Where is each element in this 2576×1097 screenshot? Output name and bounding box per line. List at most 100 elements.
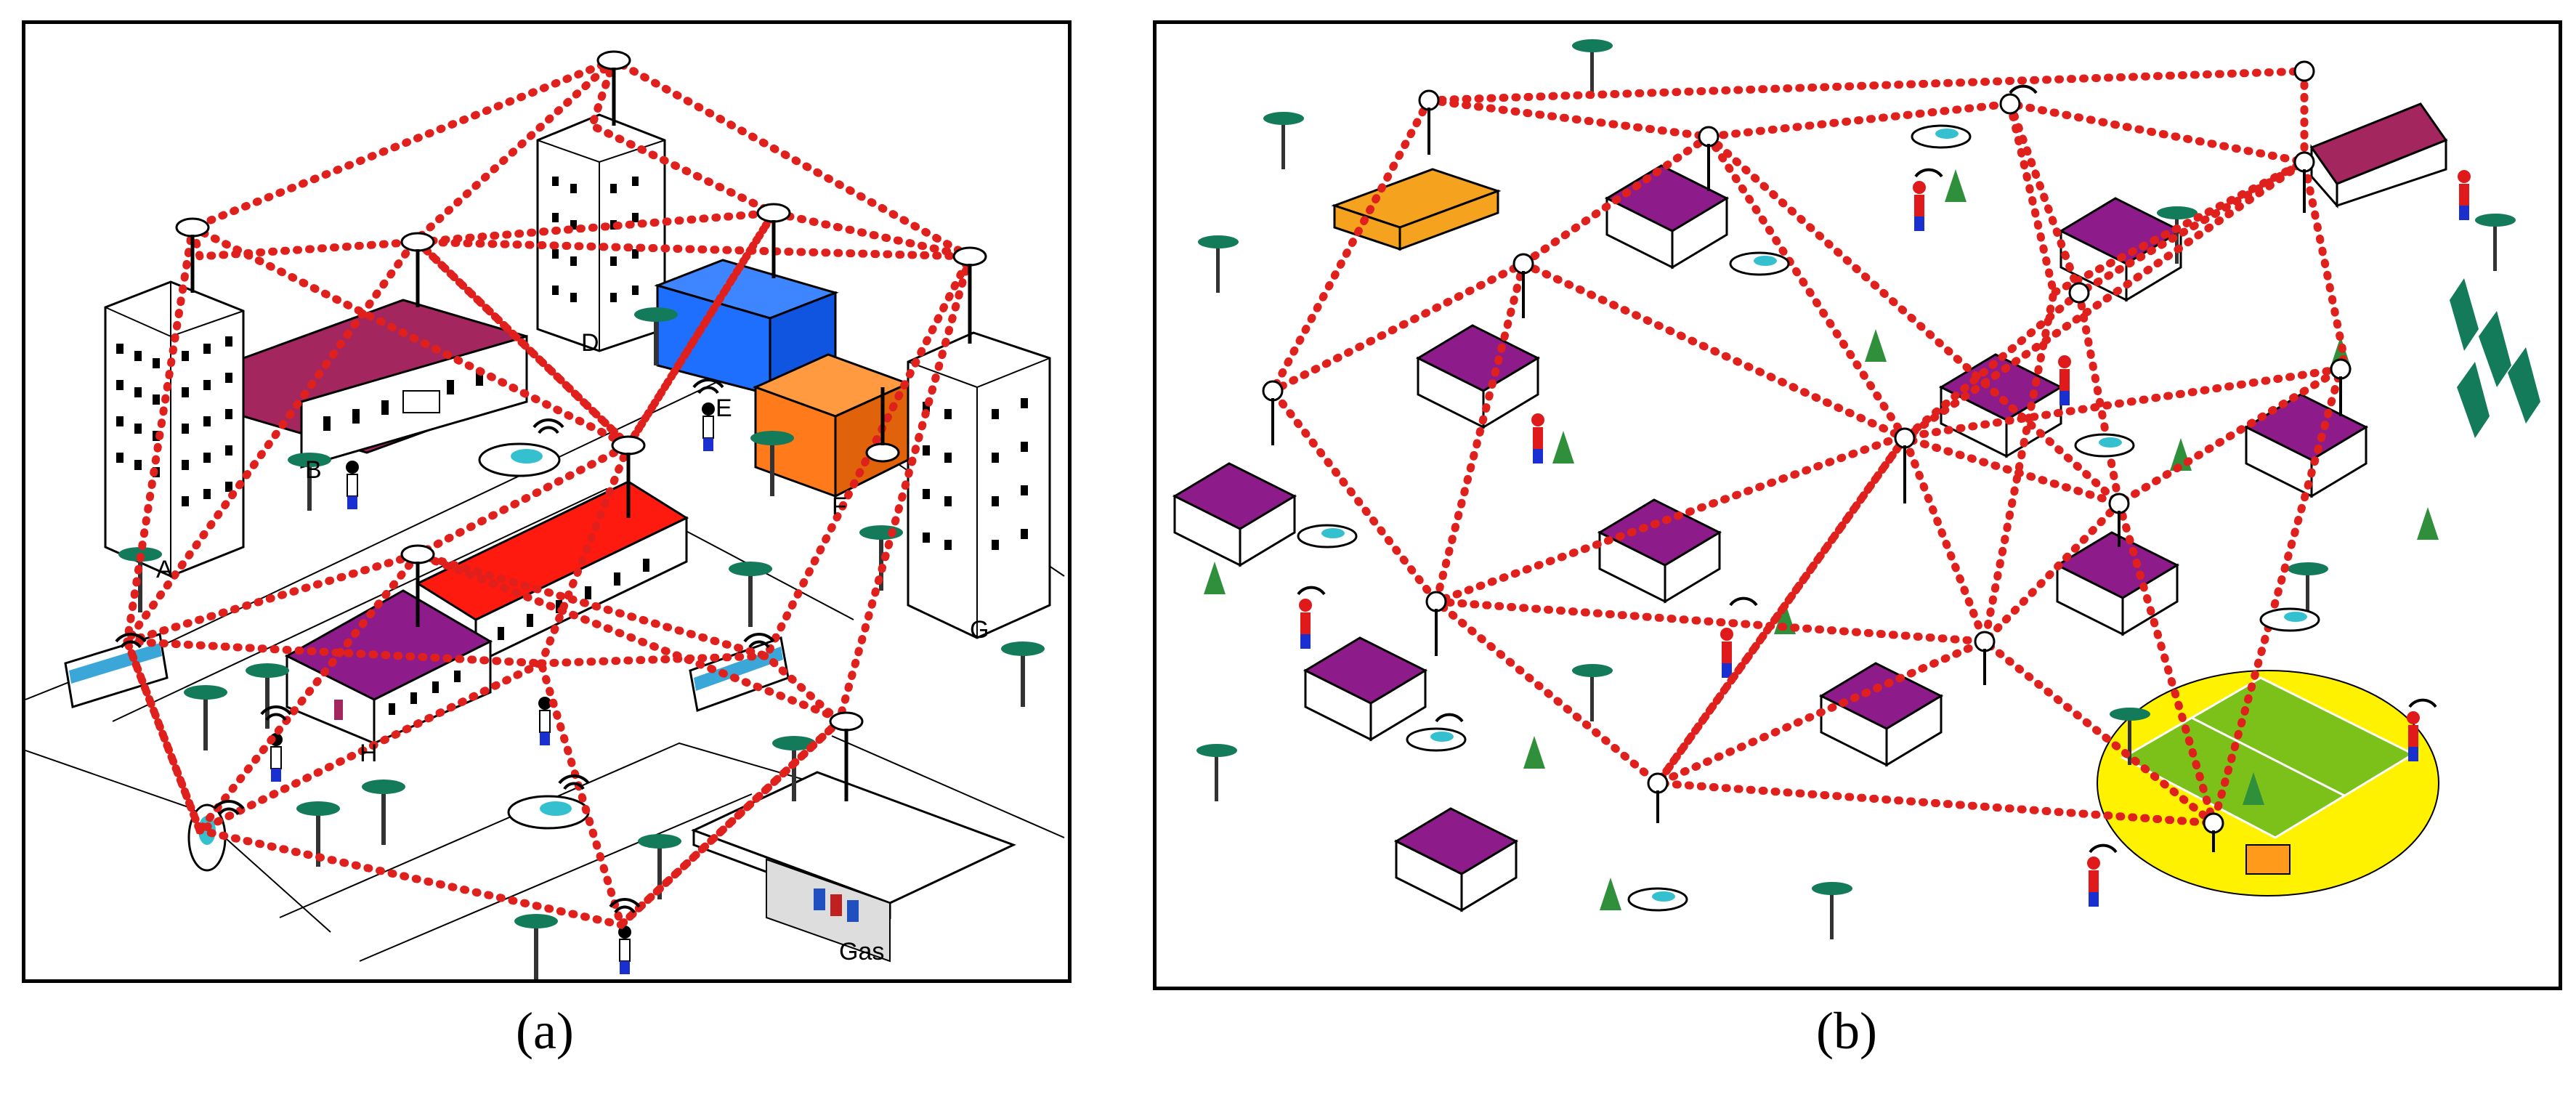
palm-tree-icon — [634, 307, 678, 365]
wifi-signal-icon — [1435, 713, 1464, 723]
label-gas: Gas — [839, 938, 884, 966]
antenna-icon — [2293, 151, 2315, 213]
house — [1172, 462, 1297, 567]
antenna-icon — [2068, 282, 2090, 304]
house — [1818, 662, 1944, 767]
mesh-nodes-b — [1262, 60, 2352, 852]
building-b — [242, 299, 528, 469]
building-a-tower — [104, 280, 245, 578]
wifi-signals — [115, 379, 775, 914]
palm-tree-icon — [246, 663, 289, 729]
antenna-icon — [400, 232, 435, 307]
person-icon — [346, 461, 359, 509]
building-maroon — [2309, 102, 2448, 209]
panel-b-rural-mesh — [1153, 20, 2562, 990]
antenna-icon — [1698, 126, 1720, 191]
palm-tree-icon — [1001, 641, 1045, 707]
palm-tree-icon — [729, 562, 772, 627]
antenna-icon — [611, 435, 646, 518]
building-orange — [1331, 168, 1502, 251]
wifi-signal-icon — [743, 633, 775, 649]
car-icon — [1729, 251, 1790, 276]
antenna-icon — [596, 50, 631, 126]
sports-field — [2097, 670, 2439, 896]
label-h: H — [360, 740, 378, 767]
car-icon — [2074, 433, 2135, 458]
antenna-icon — [1262, 380, 1284, 445]
label-a: A — [156, 556, 173, 583]
palm-tree-icon — [2475, 214, 2516, 271]
palm-tree-icon — [296, 801, 340, 867]
antenna-icon — [865, 387, 900, 463]
person-icon — [538, 697, 551, 745]
wifi-signal-icon — [532, 418, 564, 434]
palm-tree-icon — [2110, 708, 2150, 765]
label-g: G — [970, 616, 989, 644]
car-icon — [507, 795, 590, 830]
panel-a-urban-mesh: A B D E F G H Gas — [22, 20, 1072, 983]
person-icon — [2458, 170, 2471, 220]
wifi-signals-b — [1297, 84, 2437, 854]
house — [1597, 498, 1722, 604]
person-icon — [1913, 181, 1926, 231]
pine-tree-icon — [1600, 878, 1621, 910]
pedestrians-b — [1299, 170, 2471, 907]
antenna-icon — [1974, 631, 1996, 685]
car-icon — [478, 442, 561, 477]
antenna-icon — [2293, 60, 2315, 82]
forest-edge — [2450, 278, 2540, 438]
antenna-icon — [175, 217, 210, 293]
palm-tree-icon — [750, 431, 794, 496]
caption-b: (b) — [1816, 1002, 1877, 1060]
pine-tree-icon — [2417, 507, 2439, 540]
label-e: E — [716, 394, 732, 422]
person-icon — [1531, 413, 1544, 464]
person-icon — [2058, 355, 2071, 405]
car-icon — [1297, 524, 1358, 548]
building-h — [284, 589, 493, 745]
palm-tree-icon — [772, 736, 816, 801]
building-e-blue — [654, 259, 839, 397]
person-icon — [2087, 857, 2100, 907]
house — [1393, 807, 1519, 912]
person-icon — [702, 402, 715, 451]
antenna-icon — [1894, 427, 1916, 503]
person-icon — [2407, 711, 2420, 761]
car-icon — [1911, 124, 1972, 149]
caption-a: (a) — [516, 1002, 574, 1060]
house — [1303, 636, 1428, 742]
pine-tree-icon — [1865, 329, 1887, 362]
person-icon — [1299, 599, 1312, 649]
palm-tree-icon — [1572, 39, 1613, 97]
house — [1415, 324, 1541, 429]
palm-tree-icon — [1196, 744, 1237, 801]
vehicles-b — [1297, 124, 2320, 912]
antenna-icon — [1647, 772, 1669, 823]
wifi-signal-icon — [213, 800, 245, 816]
antenna-icon — [2108, 493, 2130, 547]
wifi-signal-icon — [115, 633, 147, 649]
wifi-signal-icon — [1729, 596, 1758, 607]
rural-mesh-diagram — [1172, 39, 2540, 939]
gas-station — [691, 771, 1016, 963]
palm-tree-icon — [1812, 882, 1852, 939]
wifi-signal-icon — [2408, 698, 2437, 708]
urban-mesh-diagram: A B D E F G H Gas — [25, 50, 1065, 979]
pine-trees — [1204, 169, 2439, 910]
pine-tree-icon — [1552, 431, 1574, 464]
wifi-signal-icon — [558, 774, 590, 790]
pine-tree-icon — [2243, 772, 2264, 805]
person-icon — [618, 926, 631, 974]
palm-trees — [118, 307, 1045, 979]
antenna-icon — [1512, 253, 1534, 318]
pedestrians — [270, 402, 715, 974]
palm-tree-icon — [362, 780, 405, 845]
antenna-icon — [756, 203, 791, 278]
palm-tree-icon — [1263, 112, 1304, 169]
wifi-signal-icon — [2089, 843, 2118, 854]
house — [1938, 353, 2064, 458]
antenna-icon — [1999, 93, 2021, 115]
car-icon — [1627, 887, 1688, 912]
mesh-nodes — [175, 50, 987, 801]
palm-tree-icon — [638, 834, 681, 899]
